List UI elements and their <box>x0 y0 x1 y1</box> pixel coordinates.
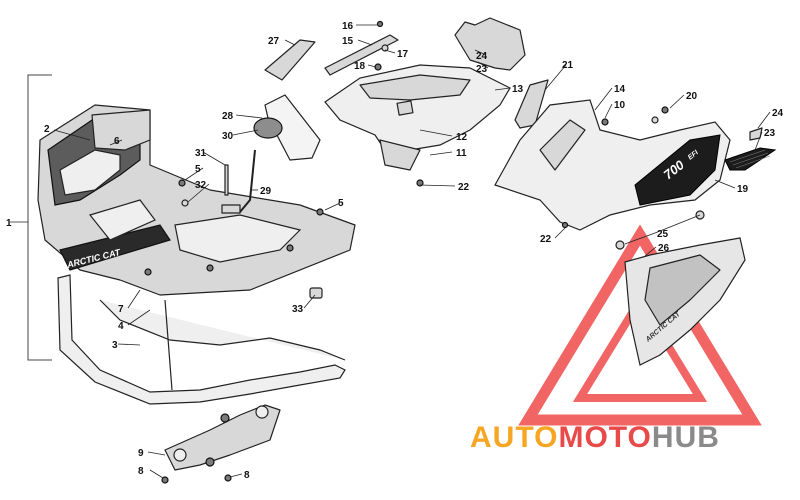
callout-15: 15 <box>342 36 354 47</box>
retainer-clip <box>749 127 763 141</box>
front-rack <box>37 104 356 296</box>
callout-13: 13 <box>512 84 524 95</box>
headlight-assembly <box>221 94 321 214</box>
rack-pad <box>91 109 151 151</box>
callout-22b: 22 <box>540 234 552 245</box>
light-bezel <box>514 79 549 129</box>
callout-14: 14 <box>614 84 626 95</box>
callout-33: 33 <box>292 304 304 315</box>
callout-labels: 1 2 3 4 5 5 6 7 8 8 9 10 11 12 13 14 15 … <box>6 21 784 481</box>
side-bracket-left <box>264 39 316 81</box>
assembly-bracket-1 <box>27 74 52 361</box>
fasteners <box>161 20 705 484</box>
watermark-part-auto: AUTO <box>470 421 558 454</box>
callout-9: 9 <box>138 448 144 459</box>
callout-4: 4 <box>118 321 124 332</box>
callout-27: 27 <box>268 36 280 47</box>
callout-5a: 5 <box>195 164 201 175</box>
callout-32: 32 <box>195 180 207 191</box>
callout-17: 17 <box>397 49 409 60</box>
callout-8a: 8 <box>138 466 144 477</box>
callout-22a: 22 <box>458 182 470 193</box>
upper-trim-strip <box>324 34 399 76</box>
callout-7: 7 <box>118 304 124 315</box>
callout-23a: 23 <box>476 64 488 75</box>
callout-18: 18 <box>354 61 366 72</box>
mesh-grille <box>724 147 777 171</box>
callout-28: 28 <box>222 111 234 122</box>
callout-24b: 24 <box>772 108 784 119</box>
callout-2: 2 <box>44 124 50 135</box>
callout-8b: 8 <box>244 470 250 481</box>
callout-5b: 5 <box>338 198 344 209</box>
watermark-triangle-inner <box>572 292 708 402</box>
callout-16: 16 <box>342 21 354 32</box>
callout-10: 10 <box>614 100 626 111</box>
watermark-part-hub: HUB <box>652 421 720 454</box>
callout-21: 21 <box>562 60 574 71</box>
callout-3: 3 <box>112 340 118 351</box>
callout-25: 25 <box>657 229 669 240</box>
front-mount-bracket <box>164 404 281 471</box>
callout-11: 11 <box>456 148 467 159</box>
callout-12: 12 <box>456 132 468 143</box>
watermark-part-moto: MOTO <box>558 421 651 454</box>
watermark-logo <box>518 224 762 426</box>
callout-6: 6 <box>114 136 120 147</box>
callout-26: 26 <box>658 243 670 254</box>
leader-lines <box>53 24 771 479</box>
callout-29: 29 <box>260 186 272 197</box>
callout-1: 1 <box>6 218 12 229</box>
right-fender-panel <box>494 99 731 231</box>
lower-guard-panel <box>624 237 746 366</box>
upper-vent-cover <box>454 17 526 71</box>
center-dash-panel <box>324 64 511 171</box>
front-bumper <box>57 274 346 405</box>
callout-30: 30 <box>222 131 234 142</box>
watermark-wordmark: AUTOMOTOHUB <box>470 421 720 454</box>
watermark-triangle-outer <box>518 224 762 426</box>
callout-23b: 23 <box>764 128 776 139</box>
callout-31: 31 <box>195 148 207 159</box>
callout-24a: 24 <box>476 51 488 62</box>
callout-19: 19 <box>737 184 749 195</box>
callout-20: 20 <box>686 91 698 102</box>
